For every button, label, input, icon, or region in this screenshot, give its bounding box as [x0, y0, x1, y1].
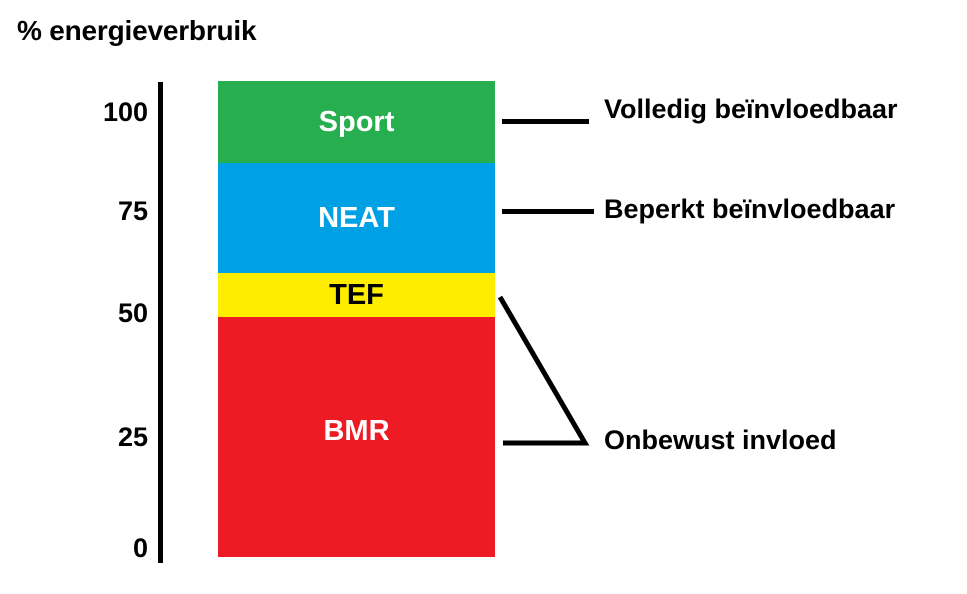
bar-segment-label: Sport	[318, 105, 395, 138]
bar-segment-label: TEF	[329, 278, 384, 311]
leader-bracket-onbewust	[497, 295, 590, 446]
bar-segment-tef[interactable]: TEF	[218, 273, 495, 317]
leader-line-neat	[502, 209, 594, 214]
bar-segment-sport[interactable]: Sport	[218, 81, 495, 163]
y-tick-label: 50	[117, 298, 148, 328]
annotation-beperkt: Beperkt beïnvloedbaar	[604, 194, 896, 224]
bar-segment-bmr[interactable]: BMR	[218, 317, 495, 557]
y-tick-label: 0	[132, 533, 148, 563]
annotation-volledig: Volledig beïnvloedbaar	[604, 94, 898, 124]
annotation-onbewust: Onbewust invloed	[604, 425, 837, 455]
bar-segment-label: NEAT	[318, 201, 395, 234]
page-title: % energieverbruik	[17, 15, 257, 46]
y-tick-label: 100	[102, 97, 148, 127]
stacked-bar: Sport NEAT TEF BMR	[218, 81, 495, 557]
bar-segment-label: BMR	[323, 414, 390, 447]
leader-line-sport	[502, 119, 589, 124]
y-axis-line	[158, 82, 163, 563]
bar-segment-neat[interactable]: NEAT	[218, 163, 495, 273]
y-tick-label: 75	[117, 196, 148, 226]
y-tick-label: 25	[117, 422, 148, 452]
